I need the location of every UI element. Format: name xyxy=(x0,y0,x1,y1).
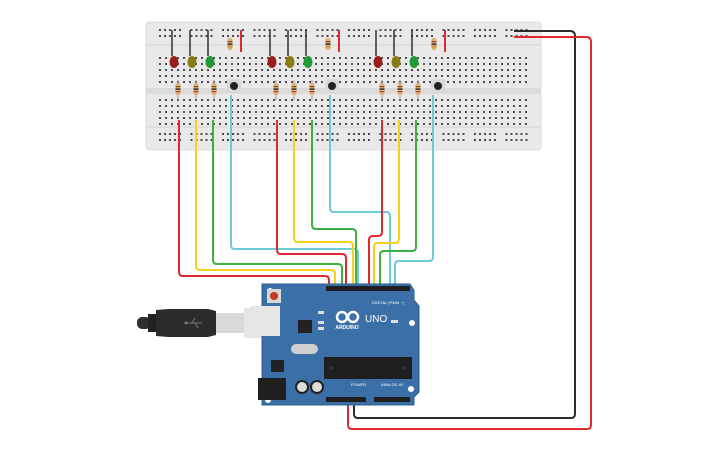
led-yellow xyxy=(285,56,295,68)
arduino-logo xyxy=(335,310,360,324)
usb-icon xyxy=(184,317,202,329)
wire-red-2 xyxy=(276,120,347,287)
digital-label: DIGITAL (PWM ~) xyxy=(372,300,405,305)
wire-green-1 xyxy=(212,120,343,287)
power-header xyxy=(326,397,366,402)
model-label: UNO xyxy=(365,314,387,325)
led-red xyxy=(169,56,179,68)
usb-chip xyxy=(298,320,312,333)
push-button-cap xyxy=(434,82,442,90)
wire-yellow-2 xyxy=(293,120,354,287)
wire-red-1 xyxy=(178,120,330,287)
digital-header-high xyxy=(326,286,370,291)
analog-header xyxy=(374,397,410,402)
wire-cyan-3 xyxy=(394,95,434,287)
reset-button[interactable] xyxy=(267,289,281,303)
wire-cyan-1 xyxy=(230,95,359,287)
led-yellow xyxy=(391,56,401,68)
wire-green-2 xyxy=(311,120,357,287)
led-green xyxy=(205,56,215,68)
traffic-light-2 xyxy=(267,30,340,100)
wire-5v xyxy=(347,36,592,430)
push-button-cap xyxy=(230,82,238,90)
power-label: POWER xyxy=(351,382,366,387)
traffic-light-1 xyxy=(169,30,242,100)
components xyxy=(169,30,446,100)
analog-label: ANALOG IN xyxy=(381,382,403,387)
arduino-logo-text: ARDUINO xyxy=(335,325,358,331)
led-green xyxy=(409,56,419,68)
usb-port xyxy=(250,306,280,336)
wires xyxy=(178,30,592,430)
arduino-uno[interactable]: ARDUINO UNO DIGITAL (PWM ~) POWER ANALOG… xyxy=(250,283,420,406)
breadboard-holes xyxy=(159,29,528,141)
power-jack xyxy=(258,378,286,400)
crystal xyxy=(291,344,318,354)
wire-green-3 xyxy=(379,120,417,287)
led-green xyxy=(303,56,313,68)
traffic-light-3 xyxy=(373,30,446,100)
led-yellow xyxy=(187,56,197,68)
digital-header-low xyxy=(366,286,410,291)
wire-red-3 xyxy=(368,120,383,287)
led-red xyxy=(267,56,277,68)
push-button-cap xyxy=(328,82,336,90)
wire-cyan-2 xyxy=(329,95,391,287)
atmega-chip xyxy=(324,357,412,379)
led-red xyxy=(373,56,383,68)
breadboard[interactable] xyxy=(145,21,542,151)
wire-gnd xyxy=(353,30,576,419)
wire-yellow-1 xyxy=(195,120,336,287)
wire-yellow-3 xyxy=(373,120,400,287)
